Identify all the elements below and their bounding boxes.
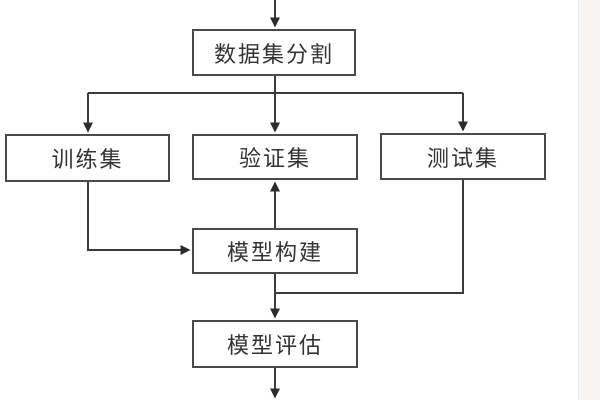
node-test-set-label: 测试集 [426, 145, 499, 171]
node-dataset-split: 数据集分割 [192, 29, 356, 76]
node-test-set: 测试集 [380, 133, 546, 180]
node-validation-set: 验证集 [192, 134, 358, 180]
node-model-build: 模型构建 [192, 228, 358, 274]
node-train-set-label: 训练集 [51, 147, 124, 172]
node-validation-set-label: 验证集 [238, 146, 311, 171]
page-edge-strip [578, 0, 600, 400]
node-train-set: 训练集 [5, 134, 170, 182]
node-model-eval-label: 模型评估 [226, 333, 323, 358]
node-model-eval: 模型评估 [192, 320, 358, 368]
node-dataset-split-label: 数据集分割 [213, 41, 334, 67]
node-model-build-label: 模型构建 [226, 240, 323, 265]
